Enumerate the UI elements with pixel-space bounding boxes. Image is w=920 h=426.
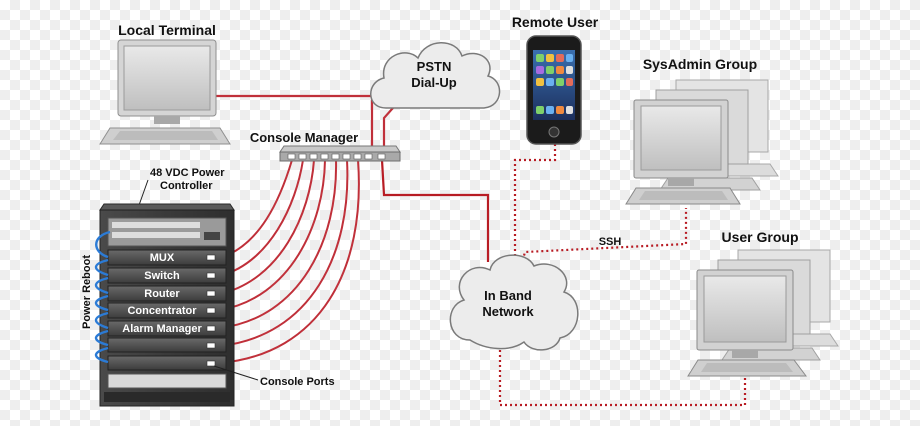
rack-label-switch: Switch (144, 270, 180, 282)
in-band-network-cloud (449, 254, 579, 351)
sysadmin-group-label: SysAdmin Group (643, 56, 757, 72)
controller-label: Controller (160, 180, 213, 192)
rack-unit-concentrator (107, 302, 227, 319)
rack-unit-ports (206, 254, 216, 367)
rack-unit-switch (107, 267, 227, 284)
power-reboot-cables (94, 230, 111, 364)
user-group-terminals (687, 249, 839, 377)
rack-label-concentrator: Concentrator (127, 305, 197, 317)
remote-user-phone (526, 35, 582, 145)
rack-label-router: Router (144, 288, 180, 300)
dialup-label: Dial-Up (411, 75, 457, 90)
rack-unit-router (107, 285, 227, 302)
rack-label-alarm-manager: Alarm Manager (122, 323, 202, 335)
remote-user-label: Remote User (512, 14, 599, 30)
user-group-label: User Group (721, 229, 798, 245)
pstn-label: PSTN (417, 59, 452, 74)
rack-unit-alarm-manager (107, 320, 227, 337)
rack-unit-bars (107, 249, 227, 337)
power-reboot-label: Power Reboot (81, 255, 93, 329)
console-ports-label: Console Ports (260, 376, 335, 388)
power-controller-pointer (137, 179, 149, 209)
in-band-label: In Band (484, 288, 532, 303)
rack-label-mux: MUX (150, 252, 175, 264)
ssh-label: SSH (599, 236, 622, 248)
remote-user-link (513, 144, 557, 268)
console-manager-label: Console Manager (250, 130, 358, 145)
rack-unit-mux (107, 249, 227, 266)
local-terminal-label: Local Terminal (118, 22, 216, 38)
console-ports-pointer (213, 365, 259, 381)
console-manager-network-cable (380, 159, 490, 262)
pstn-cloud (370, 42, 501, 109)
network-links (498, 144, 747, 407)
network-label: Network (482, 304, 534, 319)
serial-cables (219, 159, 360, 364)
console-manager-device (279, 145, 401, 162)
power-controller-label: 48 VDC Power (150, 167, 225, 179)
local-terminal (99, 39, 231, 145)
sysadmin-group-terminals (625, 79, 779, 205)
